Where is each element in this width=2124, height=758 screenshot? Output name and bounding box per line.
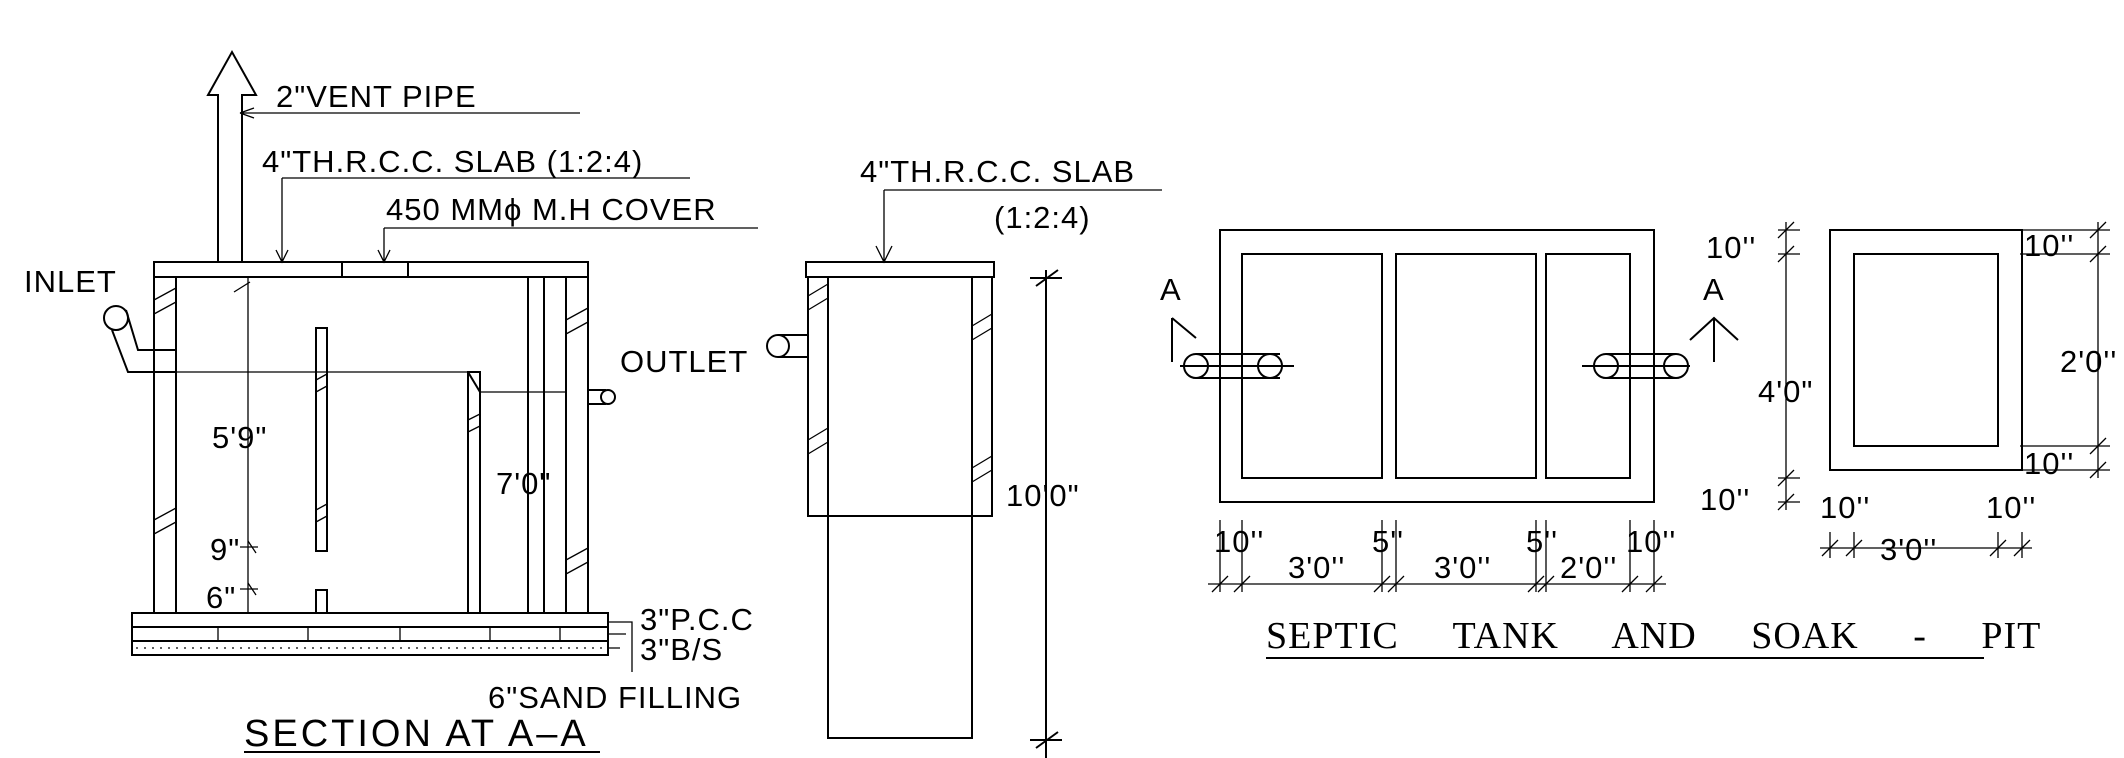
chamber-2 xyxy=(1395,253,1537,479)
pit-dim-bottom: 10'' xyxy=(2024,446,2074,481)
left-wall xyxy=(153,276,177,614)
tank-dim-top: 10'' xyxy=(1706,230,1756,265)
section-mark-left: A xyxy=(1160,272,1182,307)
partition-wall-right xyxy=(527,276,545,614)
sand-filling-label: 6"SAND FILLING xyxy=(488,680,742,715)
vent-pipe xyxy=(206,49,258,262)
plan-title: SEPTIC TANK AND SOAK - PIT xyxy=(1266,615,2041,657)
soak-pit-slab xyxy=(805,261,995,278)
septic-tank-plan xyxy=(1171,221,1800,593)
dim-label-6: 6" xyxy=(206,580,236,615)
tank-dim-bottom: 10'' xyxy=(1700,482,1750,517)
vent-pipe-label: 2"VENT PIPE xyxy=(276,79,477,114)
pit-dim-left: 10'' xyxy=(1820,490,1870,525)
dim-bottom-2: 3'0'' xyxy=(1288,550,1345,585)
dim-bottom-1: 10'' xyxy=(1214,524,1264,559)
rcc-slab-label: 4"TH.R.C.C. SLAB (1:2:4) xyxy=(262,144,643,179)
inlet-label: INLET xyxy=(24,264,117,299)
manhole-cover-label: 450 MMϕ M.H COVER xyxy=(386,192,717,227)
depth-label-5-9: 5'9" xyxy=(212,420,267,455)
dim-bottom-6: 2'0'' xyxy=(1560,550,1617,585)
soak-pit-aggregate-fill xyxy=(827,515,973,739)
dim-label-9: 9" xyxy=(210,532,240,567)
section-marker-right xyxy=(1689,316,1739,362)
section-marker-left xyxy=(1171,317,1197,362)
dim-bottom-5: 5'' xyxy=(1526,524,1558,559)
dim-bottom-3: 5'' xyxy=(1372,524,1404,559)
section-a-a-drawing xyxy=(103,49,758,672)
pcc-layer xyxy=(131,612,609,628)
inlet-pipe xyxy=(103,305,176,373)
outlet-label: OUTLET xyxy=(620,344,748,379)
brick-soling-layer xyxy=(131,626,609,642)
top-slab xyxy=(153,261,589,278)
pit-dim-width: 3'0'' xyxy=(1880,532,1937,567)
soak-pit-section-drawing xyxy=(766,189,1162,758)
depth-label-7-0: 7'0" xyxy=(496,466,551,501)
middle-baffle xyxy=(467,371,481,614)
plan-outlet-pipe xyxy=(1582,353,1690,379)
soak-depth-label: 10'0" xyxy=(1006,478,1080,513)
soak-pit-outer xyxy=(1829,229,2023,471)
soak-pit-inner xyxy=(1853,253,1999,447)
dim-bottom-4: 3'0'' xyxy=(1434,550,1491,585)
outlet-pipe xyxy=(588,389,616,405)
soak-slab-label: 4"TH.R.C.C. SLAB xyxy=(860,154,1135,189)
section-title: SECTION AT A–A xyxy=(244,713,589,755)
pcc-label: 3"P.C.C xyxy=(640,602,754,637)
tank-dim-height: 4'0" xyxy=(1758,374,1813,409)
baffle-wall xyxy=(315,327,328,552)
pit-dim-top: 10'' xyxy=(2024,228,2074,263)
soak-slab-ratio-label: (1:2:4) xyxy=(994,200,1091,235)
plan-inlet-pipe xyxy=(1180,353,1294,379)
section-mark-right: A xyxy=(1703,272,1725,307)
pit-dim-right: 10'' xyxy=(1986,490,2036,525)
pit-dim-height: 2'0'' xyxy=(2060,344,2117,379)
brick-soling-label: 3"B/S xyxy=(640,632,723,667)
dim-bottom-7: 10'' xyxy=(1626,524,1676,559)
soak-pit-plan xyxy=(1820,221,2110,558)
manhole-cover xyxy=(341,261,409,278)
soak-pit-inlet-pipe xyxy=(766,334,808,358)
